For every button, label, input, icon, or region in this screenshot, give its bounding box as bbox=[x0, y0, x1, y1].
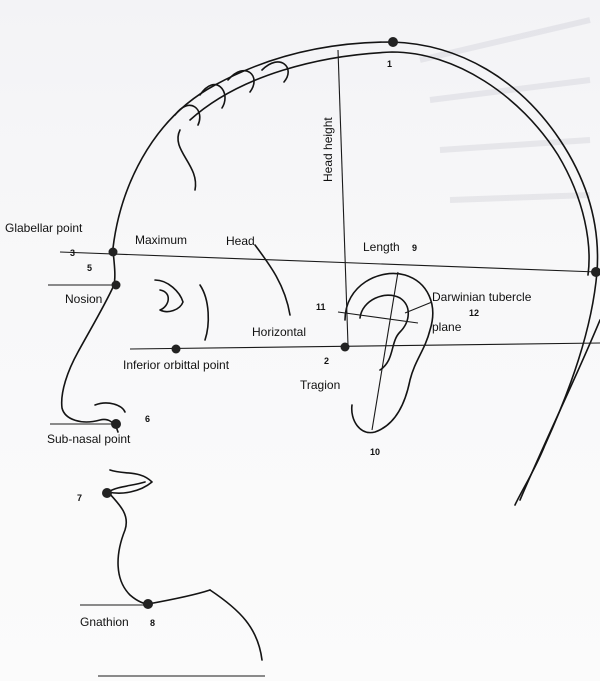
glabella-point bbox=[109, 248, 118, 257]
eye bbox=[155, 280, 183, 312]
sub-nasal-point-dot bbox=[111, 419, 121, 429]
temple-curve bbox=[255, 245, 290, 315]
number-1: 1 bbox=[387, 59, 392, 69]
ear-outer bbox=[345, 273, 433, 432]
number-8: 8 bbox=[150, 618, 155, 628]
horizontal-plane-line bbox=[130, 343, 600, 349]
skull-outline bbox=[113, 42, 598, 505]
opisthocranion-point bbox=[591, 267, 600, 277]
label-sub-nasal-point: Sub-nasal point bbox=[47, 432, 131, 446]
label-glabellar-point: Glabellar point bbox=[5, 221, 83, 235]
nasion-point bbox=[112, 281, 121, 290]
maximum-head-length-line bbox=[60, 252, 597, 272]
number-2: 2 bbox=[324, 356, 329, 366]
number-12: 12 bbox=[469, 308, 479, 318]
label-gnathion: Gnathion bbox=[80, 615, 129, 629]
inferior-orbital-point-dot bbox=[172, 345, 181, 354]
head-height-line bbox=[338, 50, 348, 345]
number-9: 9 bbox=[412, 243, 417, 253]
number-3: 3 bbox=[70, 248, 75, 258]
label-inferior-orbital-point: Inferior orbittal point bbox=[123, 358, 230, 372]
number-5: 5 bbox=[87, 263, 92, 273]
label-plane: plane bbox=[432, 320, 462, 334]
eye-lid bbox=[200, 285, 208, 340]
nostril bbox=[95, 403, 125, 412]
label-tragion: Tragion bbox=[300, 378, 340, 392]
label-head-height: Head height bbox=[321, 117, 335, 182]
label-horizontal: Horizontal bbox=[252, 325, 306, 339]
number-10: 10 bbox=[370, 447, 380, 457]
label-length: Length bbox=[363, 240, 400, 254]
number-6: 6 bbox=[145, 414, 150, 424]
label-head: Head bbox=[226, 234, 255, 248]
jaw-underline bbox=[210, 590, 262, 660]
label-maximum: Maximum bbox=[135, 233, 187, 247]
label-darwinian-tubercle: Darwinian tubercle bbox=[432, 290, 532, 304]
mouth-point bbox=[102, 488, 112, 498]
lips bbox=[108, 470, 152, 493]
hair-strand bbox=[178, 130, 196, 190]
background-texture bbox=[420, 20, 590, 200]
hair-curls bbox=[175, 62, 288, 125]
nape-line bbox=[520, 320, 600, 500]
gnathion-point-dot bbox=[143, 599, 153, 609]
tragion-point bbox=[341, 343, 350, 352]
darwinian-tubercle-pointer bbox=[405, 302, 432, 313]
number-7: 7 bbox=[77, 493, 82, 503]
face-profile bbox=[62, 250, 118, 432]
ear-length-cross-line bbox=[338, 312, 418, 323]
chin bbox=[108, 492, 210, 604]
number-11: 11 bbox=[316, 302, 326, 312]
vertex-point bbox=[388, 37, 398, 47]
label-nosion: Nosion bbox=[65, 292, 102, 306]
